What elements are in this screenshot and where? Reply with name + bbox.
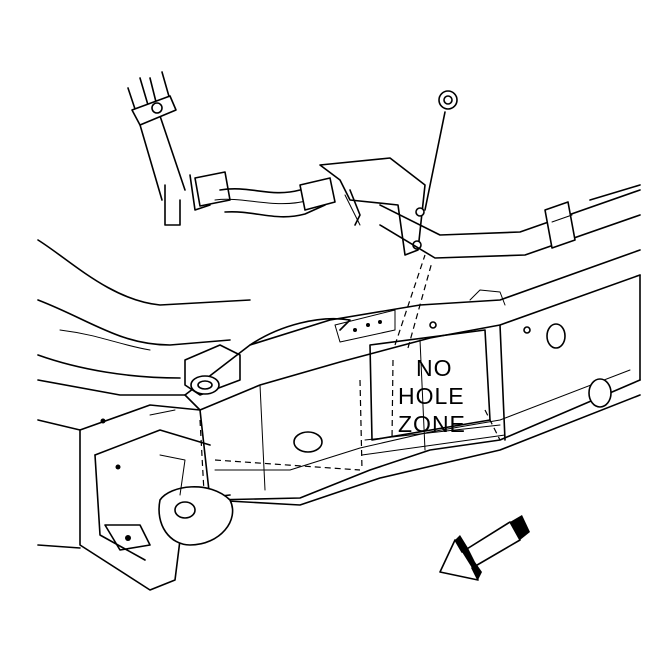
fastener-callout-icon	[424, 90, 458, 211]
forward-arrow-icon	[439, 515, 530, 581]
front-bracket	[79, 404, 234, 591]
label-line-1: NO	[416, 355, 453, 381]
oval-hole	[293, 431, 323, 453]
upper-mount-bracket	[184, 309, 396, 396]
label-line-2: HOLE	[398, 383, 465, 409]
label-line-3: ZONE	[398, 411, 466, 437]
cooler-lines	[127, 71, 641, 259]
frame-rail	[184, 249, 641, 506]
hidden-lines	[199, 254, 501, 511]
frame-crossmember	[37, 239, 251, 549]
